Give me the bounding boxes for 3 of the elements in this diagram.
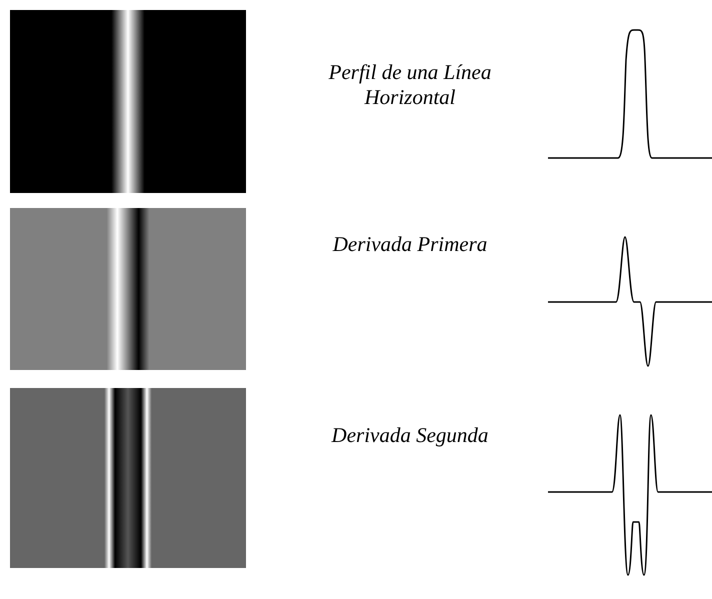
caption-text: Derivada Primera	[332, 232, 488, 257]
caption-text: Perfil de una Línea Horizontal	[328, 60, 492, 110]
caption-text: Derivada Segunda	[330, 423, 490, 448]
